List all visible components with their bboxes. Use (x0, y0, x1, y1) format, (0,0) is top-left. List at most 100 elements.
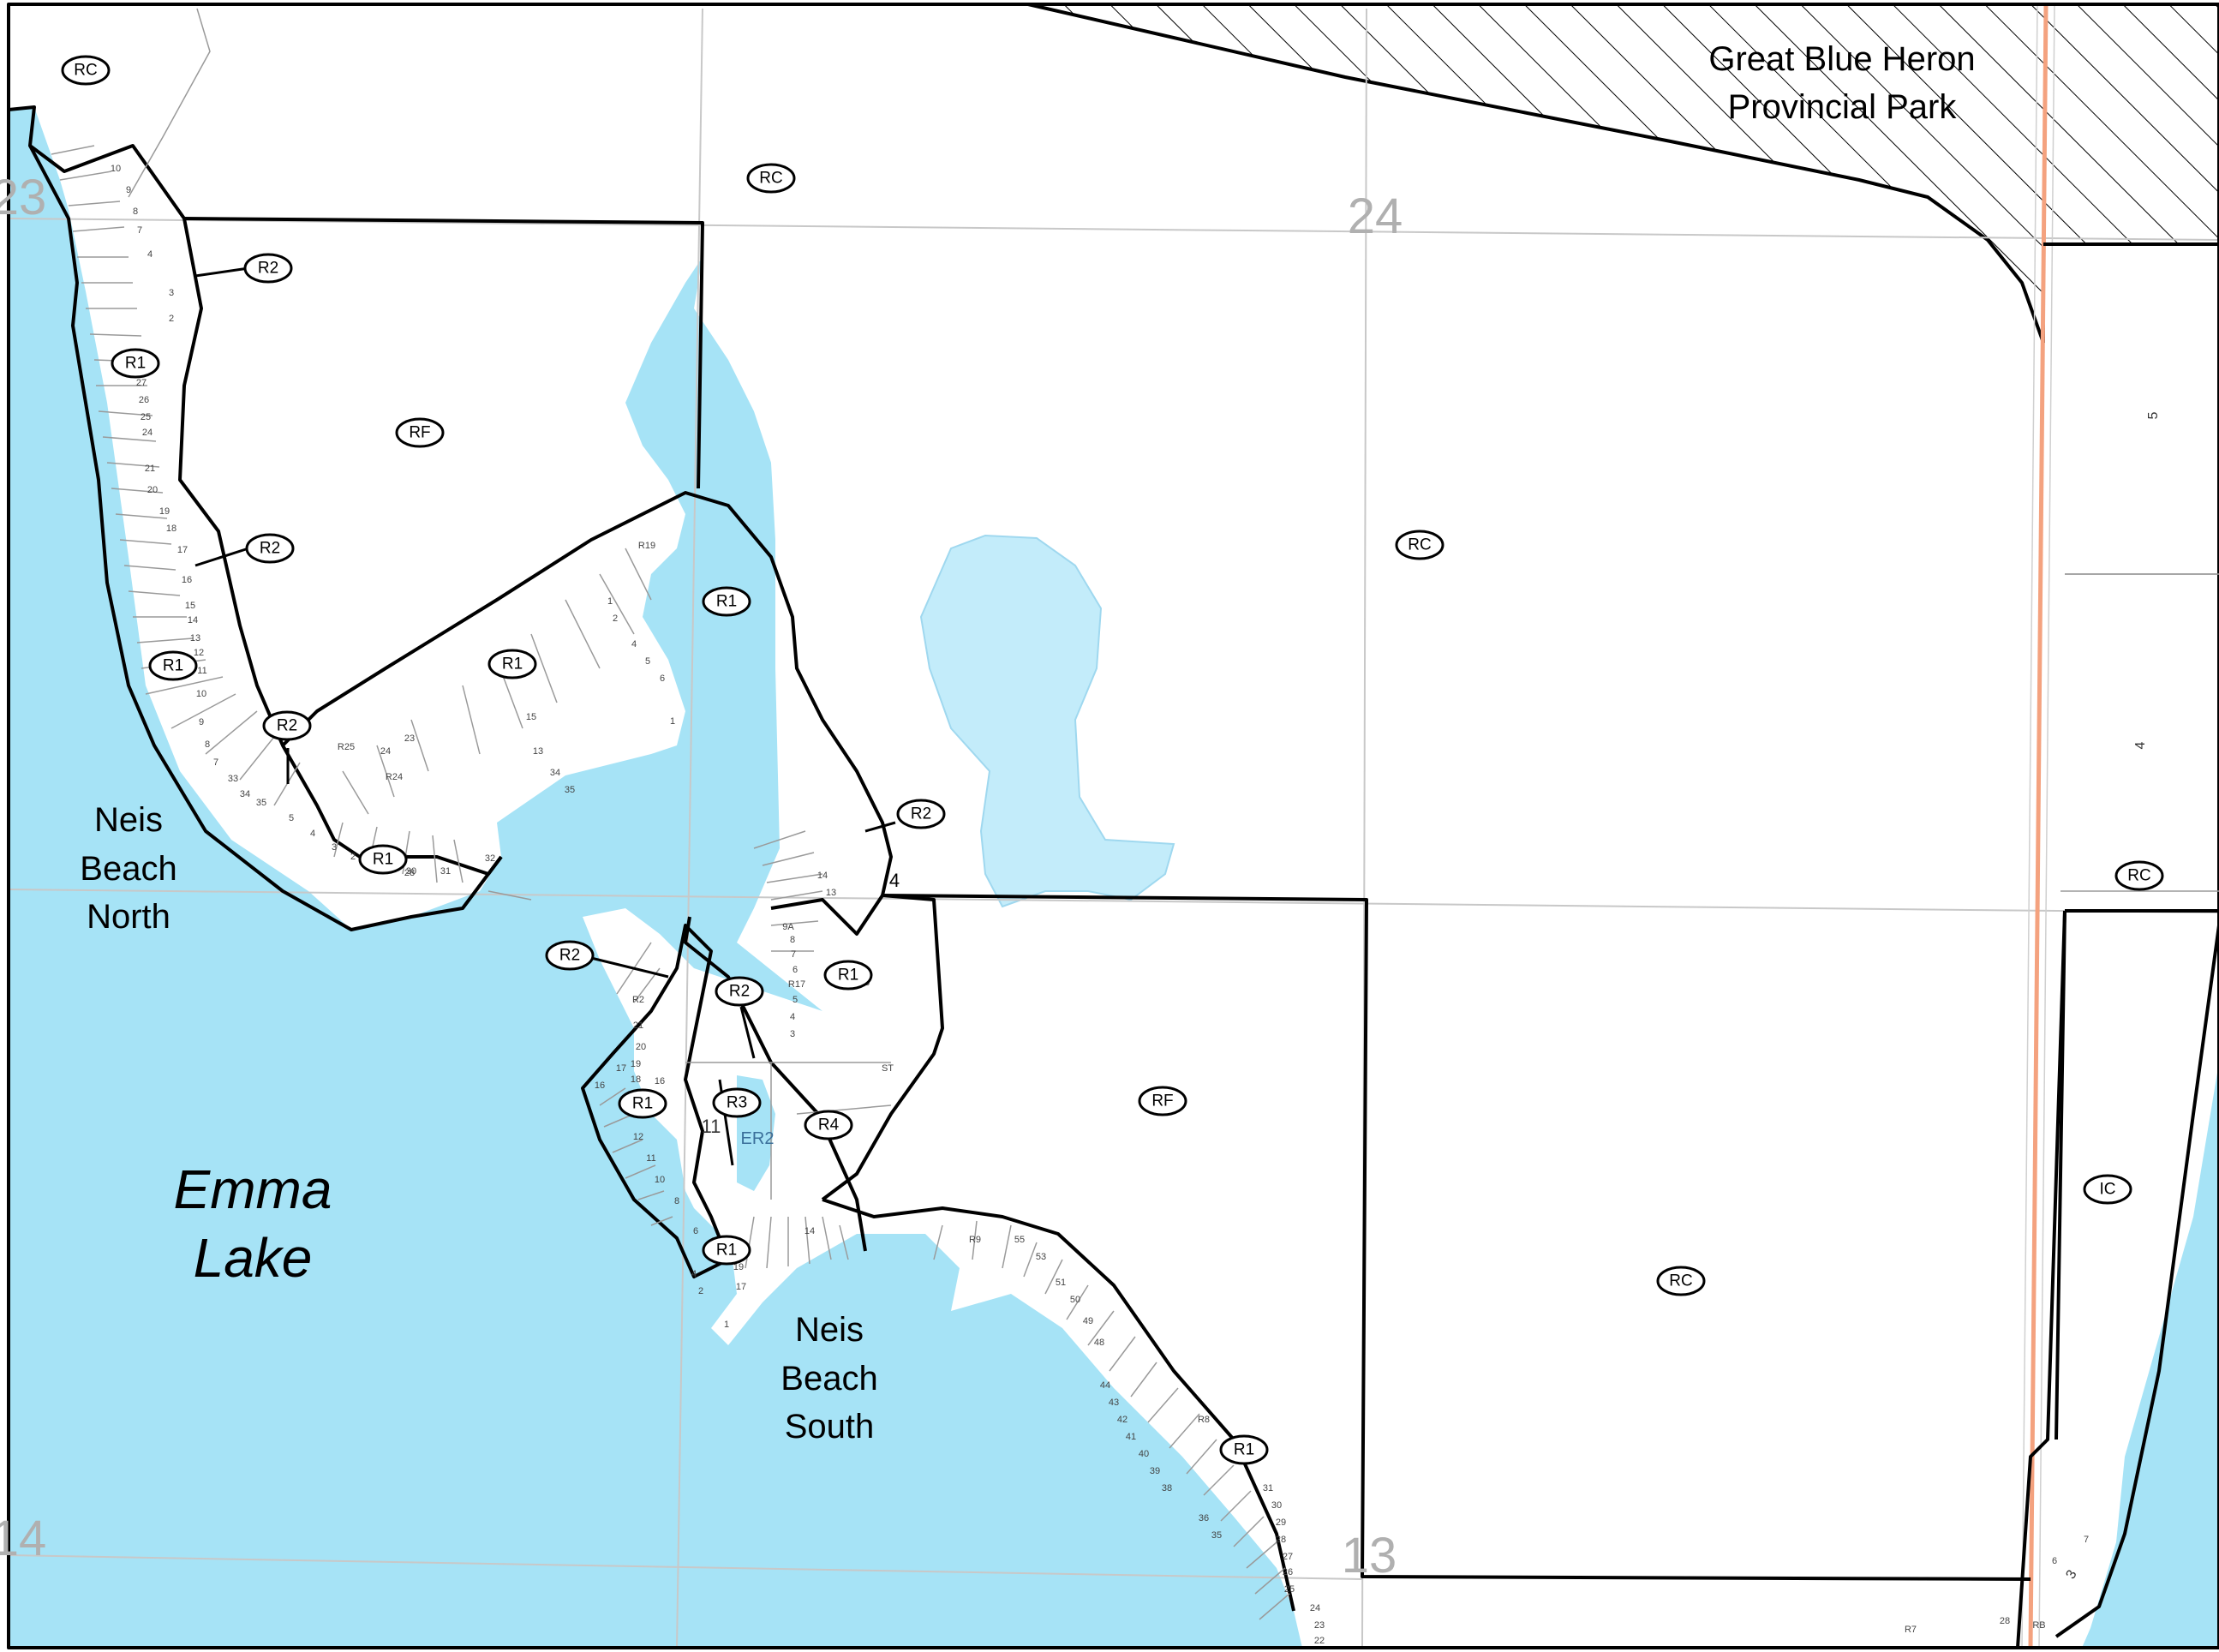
zone-code-label: IC (2100, 1181, 2116, 1199)
zone-code-label: R1 (716, 1242, 737, 1260)
svg-text:10: 10 (655, 1175, 665, 1185)
zone-code-label: R2 (559, 947, 580, 965)
zone-badge-rc: RC (1395, 530, 1444, 560)
svg-text:ST: ST (882, 1063, 894, 1074)
svg-text:18: 18 (631, 1074, 641, 1085)
svg-text:14: 14 (817, 871, 828, 881)
zone-badge-r1: R1 (148, 650, 198, 681)
svg-text:14: 14 (188, 615, 198, 625)
svg-text:16: 16 (595, 1080, 605, 1091)
svg-text:24: 24 (380, 746, 391, 757)
zone-badge-r2: R2 (245, 533, 295, 564)
svg-text:2: 2 (169, 314, 174, 324)
zone-code-label: RF (409, 424, 430, 442)
svg-text:34: 34 (550, 768, 560, 778)
svg-text:38: 38 (1162, 1483, 1172, 1493)
zone-code-label: R1 (502, 655, 523, 673)
svg-text:30: 30 (1271, 1500, 1282, 1511)
svg-text:1: 1 (607, 596, 613, 607)
svg-text:1: 1 (670, 716, 675, 727)
svg-text:R17: R17 (788, 979, 805, 990)
zone-ellipse (243, 253, 293, 284)
svg-text:R7: R7 (1905, 1625, 1917, 1635)
svg-text:15: 15 (185, 601, 195, 611)
svg-text:8: 8 (790, 935, 795, 945)
svg-text:51: 51 (1056, 1278, 1066, 1288)
section-number-14: 14 (0, 1511, 46, 1566)
neis-north-line3: North (87, 898, 170, 936)
zone-badge-r1: R1 (358, 844, 408, 875)
lot-11-label: 11 (702, 1116, 721, 1137)
svg-text:50: 50 (1070, 1295, 1080, 1305)
svg-text:48: 48 (1094, 1338, 1104, 1348)
zone-ellipse (896, 799, 946, 829)
svg-text:24: 24 (142, 428, 153, 438)
zone-ellipse (1219, 1434, 1269, 1465)
svg-text:36: 36 (1199, 1513, 1209, 1523)
zone-ellipse (715, 976, 764, 1007)
svg-text:14: 14 (804, 1226, 815, 1236)
svg-text:42: 42 (1117, 1415, 1127, 1425)
zone-badge-r1: R1 (702, 586, 751, 617)
zone-code-label: R1 (632, 1095, 653, 1113)
zone-ellipse (395, 417, 445, 448)
svg-text:28: 28 (404, 868, 415, 878)
svg-text:5: 5 (645, 656, 650, 667)
svg-text:19: 19 (733, 1262, 744, 1272)
svg-text:26: 26 (1283, 1567, 1293, 1577)
svg-text:26: 26 (139, 395, 149, 405)
zone-code-label: R2 (277, 717, 297, 735)
svg-text:12: 12 (633, 1132, 643, 1142)
highway-line (2028, 3, 2049, 1649)
svg-text:3: 3 (332, 842, 337, 853)
svg-text:R2: R2 (632, 995, 644, 1005)
zone-code-label: RC (1669, 1272, 1692, 1290)
svg-text:16: 16 (655, 1076, 665, 1086)
svg-text:25: 25 (141, 412, 151, 422)
zone-badge-r2: R2 (243, 253, 293, 284)
svg-text:31: 31 (1263, 1483, 1273, 1493)
svg-text:9: 9 (126, 185, 131, 195)
zone-badge-rf: RF (1138, 1086, 1187, 1116)
svg-text:22: 22 (1314, 1636, 1325, 1646)
svg-text:53: 53 (1036, 1252, 1046, 1262)
svg-text:6: 6 (2052, 1556, 2057, 1566)
svg-text:4: 4 (691, 1269, 697, 1279)
right-lot-5: 5 (2146, 411, 2161, 419)
neis-south-line3: South (785, 1408, 875, 1446)
zone-code-label: R3 (727, 1094, 747, 1112)
zone-badge-r1: R1 (823, 960, 873, 991)
svg-text:35: 35 (256, 798, 266, 808)
zone-badge-rc: RC (2114, 860, 2164, 891)
zone-ellipse (148, 650, 198, 681)
emma-lake-water (9, 107, 2219, 1648)
zone-leader-line (194, 266, 249, 278)
zone-badge-r2: R2 (896, 799, 946, 829)
er2-label: ER2 (741, 1129, 775, 1148)
svg-text:31: 31 (440, 866, 451, 877)
zone-code-label: R2 (260, 540, 280, 558)
svg-text:30: 30 (406, 866, 416, 877)
zone-leader-line (739, 1006, 756, 1059)
svg-text:55: 55 (1014, 1235, 1025, 1245)
svg-text:9: 9 (199, 717, 204, 727)
svg-text:5: 5 (289, 813, 294, 823)
svg-text:8: 8 (674, 1196, 679, 1206)
svg-text:13: 13 (826, 888, 836, 898)
svg-text:33: 33 (228, 774, 238, 784)
zone-leader-line (864, 821, 896, 833)
zone-code-label: RF (1151, 1092, 1173, 1110)
svg-text:44: 44 (1100, 1380, 1110, 1391)
svg-text:27: 27 (136, 378, 147, 388)
neis-north-line1: Neis (94, 801, 163, 839)
zone-ellipse (702, 1235, 751, 1266)
svg-text:6: 6 (792, 965, 798, 975)
zone-code-label: R1 (163, 657, 183, 675)
svg-text:21: 21 (633, 1021, 643, 1031)
lake-label-line2: Lake (194, 1227, 313, 1289)
svg-text:29: 29 (1276, 1517, 1286, 1528)
zone-ellipse (358, 844, 408, 875)
svg-text:34: 34 (240, 789, 250, 799)
zone-code-label: R4 (818, 1116, 840, 1134)
